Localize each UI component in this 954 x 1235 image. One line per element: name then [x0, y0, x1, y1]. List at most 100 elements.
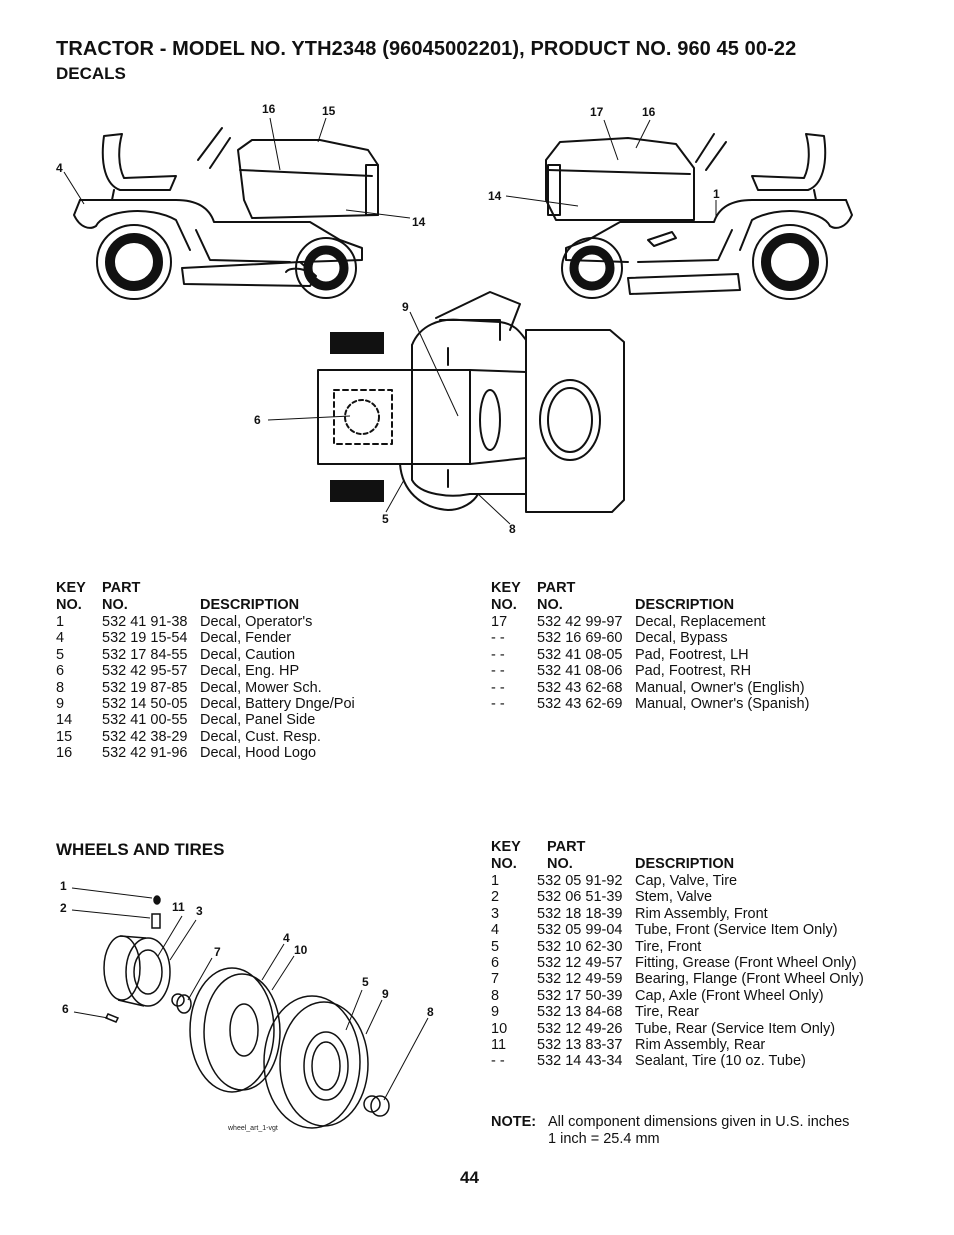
key-cell: 10 — [491, 1020, 508, 1037]
description-cell: Tube, Front (Service Item Only) — [635, 922, 838, 939]
key-cell: 9 — [56, 696, 65, 713]
part-header-2: NO. — [547, 856, 573, 872]
part-number-cell: 532 14 43-34 — [537, 1053, 623, 1070]
description-cell: Bearing, Flange (Front Wheel Only) — [635, 971, 864, 988]
wheels-leader-lines — [71, 887, 429, 1101]
note-line-1: All component dimensions given in U.S. i… — [548, 1114, 850, 1130]
callout-6: 6 — [254, 413, 261, 427]
description-cell: Decal, Cust. Resp. — [200, 728, 321, 745]
part-number-cell: 532 43 62-69 — [537, 696, 623, 713]
callout-1: 1 — [713, 187, 720, 201]
part-number-cell: 532 19 87-85 — [102, 679, 188, 696]
wheel-callout-3: 3 — [196, 904, 203, 918]
key-cell: 5 — [491, 938, 500, 955]
description-cell: Decal, Operator's — [200, 614, 313, 630]
callout-9: 9 — [402, 300, 409, 314]
key-header-1: KEY — [491, 839, 521, 855]
key-cell: 15 — [56, 728, 73, 745]
key-cell: 4 — [491, 922, 500, 939]
key-cell: - - — [491, 696, 505, 713]
part-header-1: PART — [547, 839, 586, 855]
decals-illustration: 4 16 15 14 17 16 14 1 9 6 5 8 — [56, 102, 853, 536]
front-tire-part — [189, 967, 281, 1093]
description-cell: Decal, Mower Sch. — [200, 679, 322, 696]
part-number-cell: 532 16 69-60 — [537, 630, 623, 647]
callout-17: 17 — [590, 105, 604, 119]
tractor-left-view — [73, 127, 379, 287]
wheel-callout-8: 8 — [427, 1005, 434, 1019]
description-cell: Decal, Hood Logo — [200, 745, 317, 762]
key-header-2: NO. — [56, 597, 82, 613]
rear-tire-part — [263, 995, 369, 1129]
key-cell: 6 — [56, 663, 65, 680]
part-number-cell: 532 18 18-39 — [537, 905, 623, 922]
callout-16-left: 16 — [262, 102, 276, 116]
tractor-right-view — [545, 133, 853, 295]
callout-15: 15 — [322, 104, 336, 118]
art-caption: wheel_art_1-vgt — [227, 1125, 278, 1132]
wheel-callout-4: 4 — [283, 931, 290, 945]
part-number-cell: 532 13 84-68 — [537, 1004, 623, 1021]
part-number-cell: 532 06 51-39 — [537, 889, 623, 906]
description-cell: Manual, Owner's (Spanish) — [635, 696, 810, 713]
key-header-1: KEY — [56, 580, 86, 596]
description-cell: Rim Assembly, Rear — [635, 1037, 766, 1054]
description-cell: Stem, Valve — [635, 889, 713, 906]
table-row: 8 532 19 87-85 Decal, Mower Sch. — [56, 680, 355, 696]
description-cell: Decal, Caution — [200, 646, 296, 663]
part-number-cell: 532 14 50-05 — [102, 696, 188, 713]
section-title-decals: DECALS — [56, 64, 126, 83]
part-number-cell: 532 17 50-39 — [537, 987, 623, 1004]
description-cell: Decal, Panel Side — [200, 712, 316, 729]
part-number-cell: 532 13 83-37 — [537, 1037, 623, 1054]
table-row: 11 532 13 83-37 Rim Assembly, Rear — [491, 1037, 864, 1053]
wheel-callout-5: 5 — [362, 975, 369, 989]
key-cell: 1 — [56, 614, 65, 630]
table-row: 16 532 42 91-96 Decal, Hood Logo — [56, 745, 355, 761]
key-cell: 8 — [491, 987, 500, 1004]
part-number-cell: 532 42 91-96 — [102, 745, 188, 762]
part-number-cell: 532 12 49-59 — [537, 971, 623, 988]
callout-4: 4 — [56, 161, 63, 175]
callout-16-right: 16 — [642, 105, 656, 119]
key-cell: 11 — [491, 1037, 507, 1054]
callout-5: 5 — [382, 512, 389, 526]
note-line-2: 1 inch = 25.4 mm — [548, 1130, 660, 1147]
description-cell: Decal, Bypass — [635, 630, 728, 647]
key-header-1: KEY — [491, 580, 521, 596]
valve-stem-part — [151, 913, 161, 929]
key-cell: - - — [491, 1053, 505, 1070]
key-cell: 5 — [56, 646, 65, 663]
key-cell: 8 — [56, 679, 65, 696]
page-number: 44 — [460, 1168, 479, 1187]
key-cell: 2 — [491, 889, 500, 906]
part-header-2: NO. — [102, 597, 128, 613]
part-number-cell: 532 42 99-97 — [537, 614, 623, 630]
key-cell: - - — [491, 663, 505, 680]
front-rim-part — [103, 935, 171, 1007]
description-cell: Tire, Front — [635, 938, 702, 955]
part-number-cell: 532 05 91-92 — [537, 873, 623, 889]
page-title: TRACTOR - MODEL NO. YTH2348 (96045002201… — [56, 38, 797, 60]
wheels-side-views — [96, 224, 828, 300]
key-cell: 16 — [56, 745, 73, 762]
part-number-cell: 532 12 49-26 — [537, 1020, 623, 1037]
